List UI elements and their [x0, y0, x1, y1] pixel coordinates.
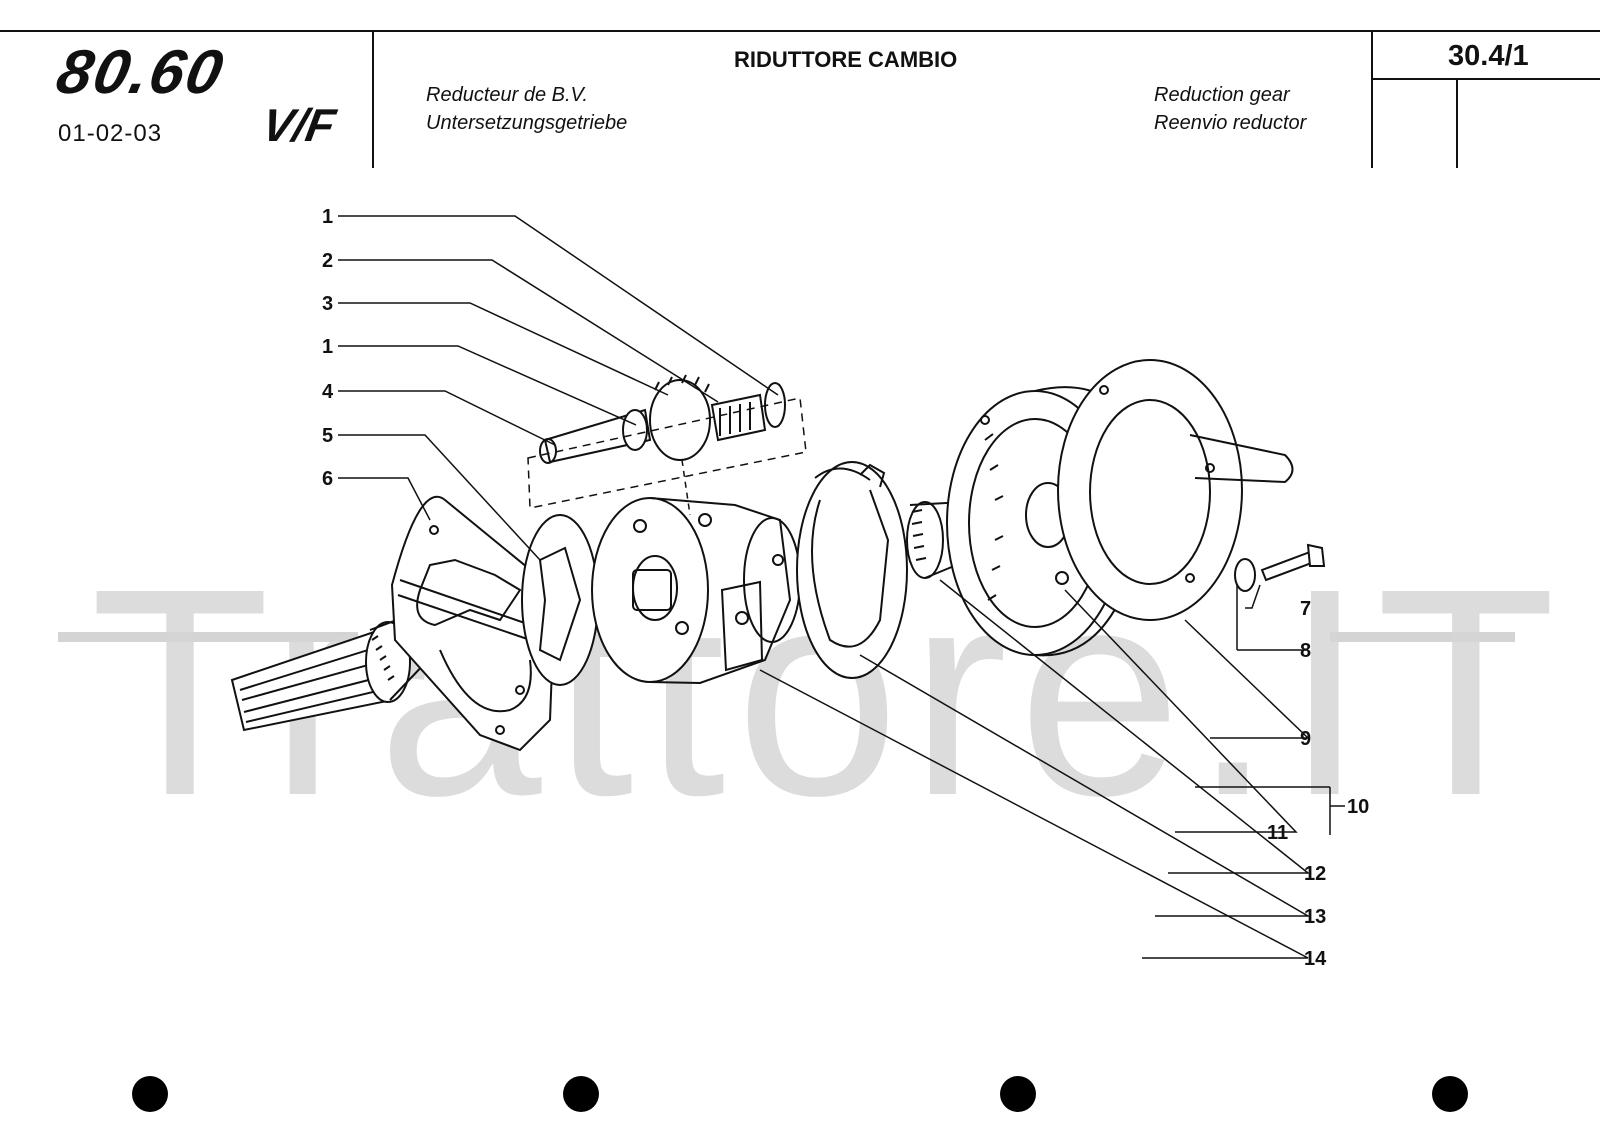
callout-8: 8 [1300, 640, 1311, 662]
callout-13: 13 [1304, 906, 1326, 928]
header-divider-right [1371, 30, 1373, 168]
part-9-bearing-flange [1057, 359, 1294, 621]
title-spanish: Reenvio reductor [1154, 112, 1307, 134]
page-reference: 30.4/1 [1448, 40, 1529, 72]
model-logo: 80.60 V/F 01-02-03 [51, 38, 339, 151]
binder-hole-1 [132, 1076, 168, 1112]
callout-1a: 1 [322, 206, 333, 228]
planet-carrier [591, 497, 801, 685]
part-5-ring-disc [521, 514, 599, 686]
part-7-bolt-and-part-8-washer [1234, 543, 1326, 592]
callout-4: 4 [322, 381, 334, 403]
callout-2: 2 [322, 250, 333, 272]
header-divider-left [372, 30, 374, 168]
binder-hole-3 [1000, 1076, 1036, 1112]
splined-output-shaft [230, 613, 430, 732]
callout-1b: 1 [322, 336, 333, 358]
callout-3: 3 [322, 293, 333, 315]
header-top-border [0, 30, 1600, 32]
header-ref-divider [1456, 78, 1458, 168]
title-german: Untersetzungsgetriebe [426, 112, 628, 134]
watermark-bar-right [1330, 632, 1515, 642]
model-codes: 01-02-03 [58, 120, 163, 147]
title-french: Reducteur de B.V. [426, 84, 588, 106]
parts-1-4-pinion-assembly [527, 374, 807, 516]
callout-6: 6 [322, 468, 333, 490]
part-6-cover-plate [390, 495, 557, 752]
binder-hole-2 [563, 1076, 599, 1112]
callout-11: 11 [1267, 822, 1288, 844]
callout-14: 14 [1304, 948, 1327, 970]
callout-7: 7 [1300, 598, 1311, 620]
callout-10: 10 [1347, 796, 1369, 818]
binder-hole-4 [1432, 1076, 1468, 1112]
callout-9: 9 [1300, 728, 1311, 750]
page-title: RIDUTTORE CAMBIO [734, 47, 958, 72]
callout-5: 5 [322, 425, 333, 447]
callout-12: 12 [1304, 863, 1326, 885]
header-ref-underline [1371, 78, 1600, 80]
title-english: Reduction gear [1154, 84, 1290, 106]
part-12-thrust-washer [796, 461, 908, 679]
watermark-bar-left [58, 632, 358, 642]
